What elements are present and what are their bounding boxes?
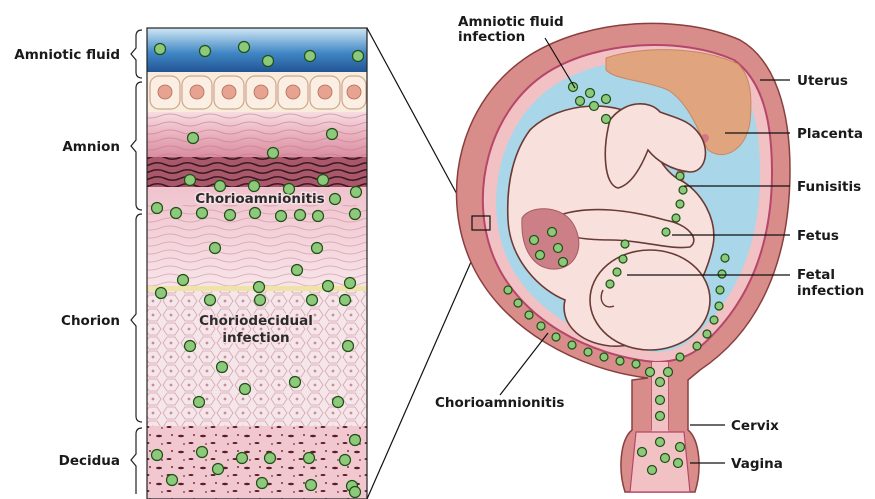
- zoom-lines: [367, 28, 485, 499]
- fetus-head: [590, 250, 710, 350]
- fetus-label: Fetus: [797, 228, 839, 244]
- cervix-label: Cervix: [731, 418, 779, 434]
- fetal-infection-label-line1: Fetal: [797, 267, 835, 283]
- histology-panel: [147, 28, 367, 499]
- choriodecidual-label-line2: infection: [222, 330, 289, 346]
- amniotic-fluid-layer-label: Amniotic fluid: [14, 47, 120, 63]
- chorion-layer-label: Chorion: [61, 313, 120, 329]
- fetal-infection-label-line2: infection: [797, 283, 864, 299]
- amniotic-fluid-layer: [147, 28, 367, 74]
- placenta-label: Placenta: [797, 126, 863, 142]
- uterus-label: Uterus: [797, 73, 848, 89]
- amniotic-fluid-infection-label-line1: Amniotic fluid: [458, 14, 564, 30]
- vagina-label: Vagina: [731, 456, 783, 472]
- funisitis-label: Funisitis: [797, 179, 861, 195]
- decidua-layer-label: Decidua: [59, 453, 120, 469]
- choriodecidual-label-line1: Choriodecidual: [199, 313, 313, 329]
- chorioamnionitis-layer-label: Chorioamnionitis: [195, 191, 324, 207]
- layer-brackets: [131, 30, 142, 494]
- chorioamnionitis-label: Chorioamnionitis: [435, 395, 564, 411]
- decidua-layer: [147, 426, 367, 499]
- amniotic-fluid-infection-label-line2: infection: [458, 29, 525, 45]
- amnion-layer-label: Amnion: [62, 139, 120, 155]
